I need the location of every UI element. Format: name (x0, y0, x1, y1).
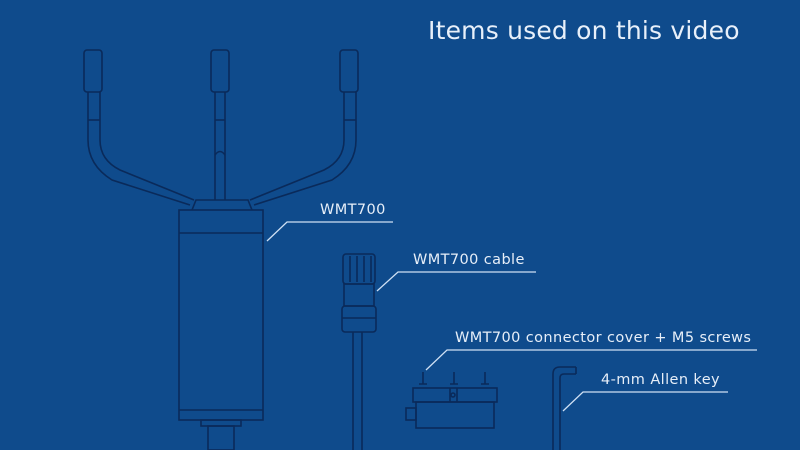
connector-cover-icon (405, 372, 498, 429)
allen-key-icon (552, 366, 577, 450)
cable-connector-icon (341, 253, 377, 450)
label-connector-cover: WMT700 connector cover + M5 screws (455, 330, 752, 346)
label-wmt700-cable: WMT700 cable (413, 252, 525, 268)
callout-line-allen-key (562, 391, 728, 412)
slide-title: Items used on this video (428, 16, 740, 45)
label-wmt700: WMT700 (320, 202, 386, 218)
wind-sensor-icon (83, 49, 359, 450)
callout-line-wmt700 (266, 221, 393, 242)
label-allen-key: 4-mm Allen key (601, 372, 720, 388)
callout-line-cover (425, 349, 757, 371)
callout-line-cable (376, 271, 536, 292)
